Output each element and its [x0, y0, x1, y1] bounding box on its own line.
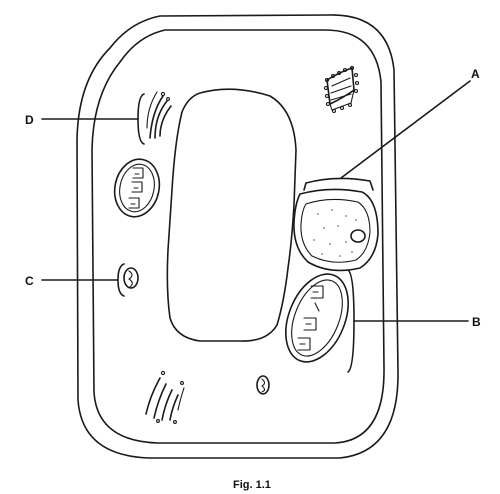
cell-membrane	[91, 29, 385, 444]
chloroplast-left	[113, 158, 161, 218]
label-c: C	[25, 274, 34, 288]
label-d-pointer	[41, 93, 145, 145]
label-a-pointer	[340, 80, 471, 179]
chloroplast-b	[285, 273, 349, 363]
label-b-pointer	[347, 269, 469, 373]
golgi-body-top-right	[323, 65, 360, 114]
nucleus	[293, 177, 379, 272]
label-b: B	[472, 315, 481, 329]
figure-caption: Fig. 1.1	[233, 479, 271, 491]
label-c-pointer	[41, 263, 125, 297]
mitochondrion-c	[123, 267, 139, 289]
vacuole	[166, 88, 297, 342]
label-d: D	[25, 113, 34, 127]
golgi-body-upper	[146, 91, 172, 139]
mitochondrion-lower	[256, 375, 270, 395]
cell-wall-outer	[76, 14, 399, 459]
nucleolus	[350, 229, 366, 243]
label-a: A	[471, 67, 480, 81]
golgi-body-lower	[145, 370, 185, 424]
